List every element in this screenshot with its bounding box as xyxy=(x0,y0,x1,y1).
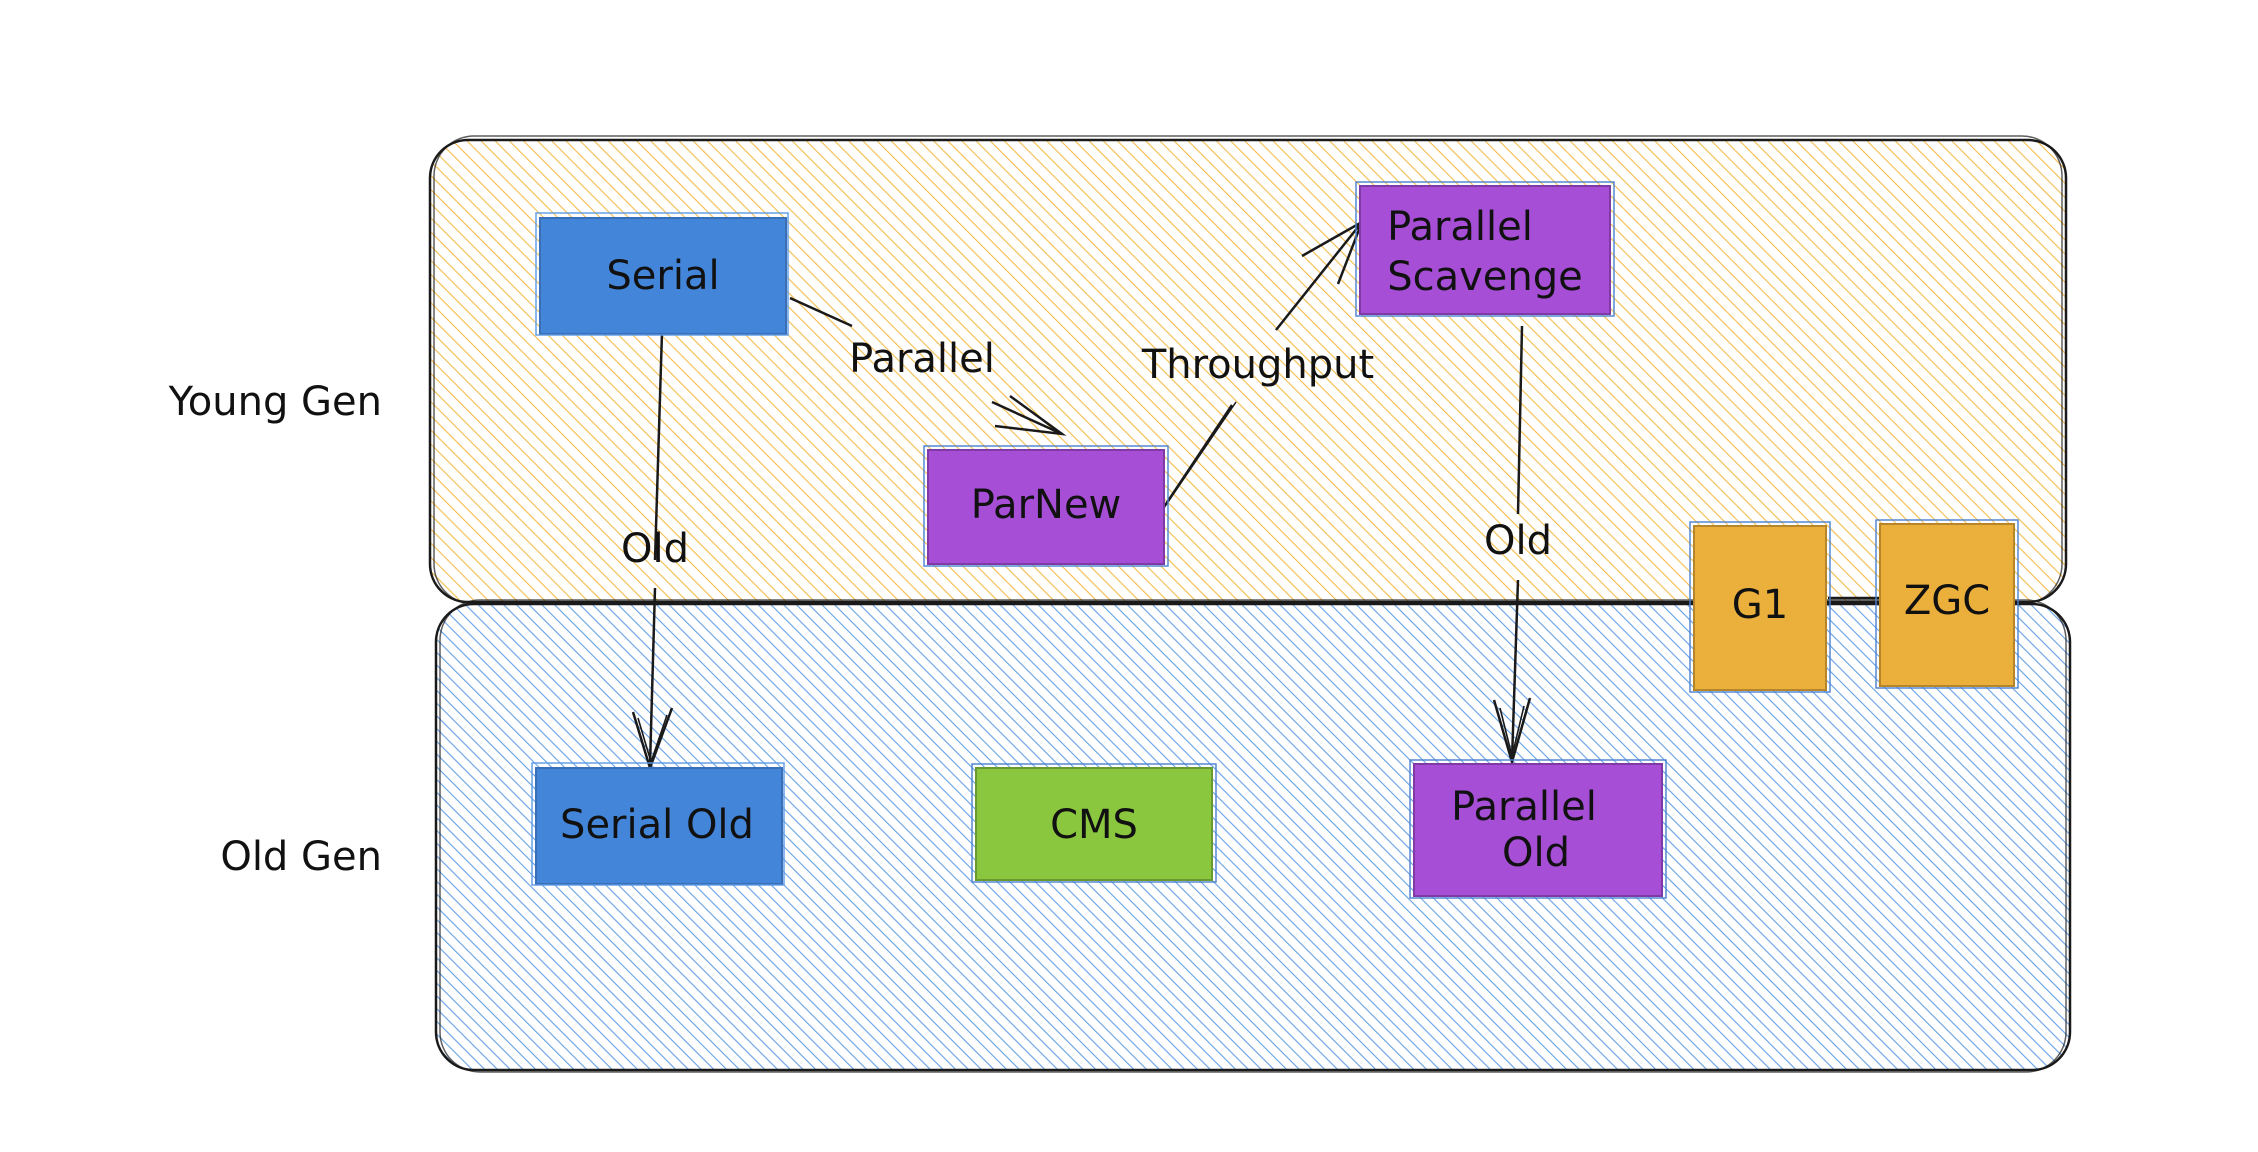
edge-label-old: Old xyxy=(1484,518,1552,564)
edge-serial-to-parnew xyxy=(789,296,1067,436)
parallel-old-label-2: Old xyxy=(1502,830,1570,876)
parallel-old-label-1: Parallel xyxy=(1451,784,1597,830)
cms-box: CMS xyxy=(971,763,1217,883)
parallel-scavenge-label-1: Parallel xyxy=(1387,204,1533,250)
parallel-scavenge-label-2: Scavenge xyxy=(1387,254,1583,300)
edge-label-throughput: Throughput xyxy=(1141,342,1374,388)
parallel-old-box: Parallel Old xyxy=(1409,759,1667,899)
edge-parnew-to-parallel-scavenge xyxy=(1160,219,1365,511)
g1-label: G1 xyxy=(1732,582,1788,628)
edge-label-serial-old: Old xyxy=(621,526,689,572)
old-gen-region xyxy=(434,599,2072,1073)
serial-box: Serial xyxy=(535,212,789,336)
parnew-label: ParNew xyxy=(971,482,1122,528)
old-gen-label: Old Gen xyxy=(220,834,382,880)
zgc-label: ZGC xyxy=(1904,578,1990,624)
young-gen-label: Young Gen xyxy=(168,379,382,425)
zgc-box: ZGC xyxy=(1875,519,2019,689)
edge-label-parallel: Parallel xyxy=(849,336,995,382)
serial-old-box: Serial Old xyxy=(531,762,785,886)
parallel-scavenge-box: Parallel Scavenge xyxy=(1355,181,1615,317)
g1-box: G1 xyxy=(1689,521,1831,693)
edge-parallel-scavenge-to-parallel-old xyxy=(1492,325,1532,767)
cms-label: CMS xyxy=(1050,802,1138,848)
serial-old-label: Serial Old xyxy=(560,802,754,848)
parnew-box: ParNew xyxy=(923,445,1169,567)
serial-label: Serial xyxy=(606,253,719,299)
